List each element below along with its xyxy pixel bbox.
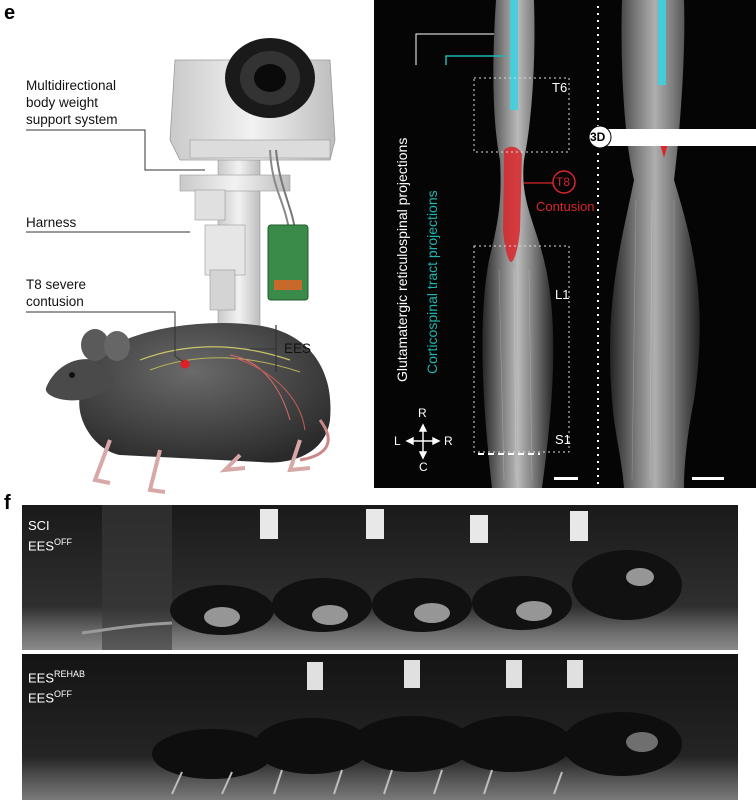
t8-label: T8 [556, 175, 571, 189]
glutamatergic-label: Glutamatergic reticulospinal projections [394, 137, 410, 382]
micrograph-drawing [405, 0, 756, 488]
panel-letter-f: f [4, 492, 11, 514]
compass-up: R [418, 406, 427, 420]
robot-mouse-illustration [26, 38, 336, 494]
contusion-micro-label: Contusion [536, 199, 595, 214]
ees-label: EES [284, 341, 312, 356]
harness-label: Harness [26, 215, 77, 230]
s1-label: S1 [555, 432, 571, 447]
strip1-ees-sup: OFF [54, 537, 73, 547]
support-label-line1: Multidirectional [26, 78, 117, 93]
strip2-frames [152, 660, 682, 795]
compass-right: R [444, 434, 453, 448]
strip2-off-sup: OFF [54, 689, 73, 700]
contusion-label: T8 severe contusion [26, 276, 86, 310]
contusion-label-line2: contusion [26, 294, 84, 309]
compass-left: L [394, 434, 401, 448]
video-strip-rehab: EESREHAB EESOFF [22, 654, 738, 800]
l1-label: L1 [555, 287, 570, 302]
support-system-label: Multidirectional body weight support sys… [26, 77, 176, 128]
t6-label: T6 [552, 80, 568, 95]
panel-letter-e: e [4, 2, 16, 24]
strip1-ees-base: EES [28, 538, 55, 554]
strip2-rehab-sup: REHAB [54, 669, 86, 679]
strip1-label-ees: EESOFF [28, 534, 72, 554]
strip1-frames [81, 505, 682, 650]
support-label-line2: body weight [26, 95, 99, 110]
strip2-rehab-base: EES [28, 670, 55, 686]
compass-down: C [419, 460, 428, 474]
strip2-off-base: EES [28, 690, 55, 706]
3d-label: 3D [590, 130, 606, 144]
strip1-label-sci: SCI [28, 518, 50, 533]
support-label-line3: support system [26, 112, 118, 127]
contusion-label-line1: T8 severe [26, 277, 87, 292]
strip2-label-rehab: EESREHAB [28, 666, 85, 686]
video-strip-sci: SCI EESOFF [22, 505, 738, 650]
strip1-label: SCI EESOFF [28, 517, 72, 554]
strip2-label-off: EESOFF [28, 686, 85, 706]
corticospinal-label: Corticospinal tract projections [424, 190, 440, 374]
strip2-label: EESREHAB EESOFF [28, 666, 85, 707]
spinal-cord-micrograph: Glutamatergic reticulospinal projections… [374, 0, 756, 488]
